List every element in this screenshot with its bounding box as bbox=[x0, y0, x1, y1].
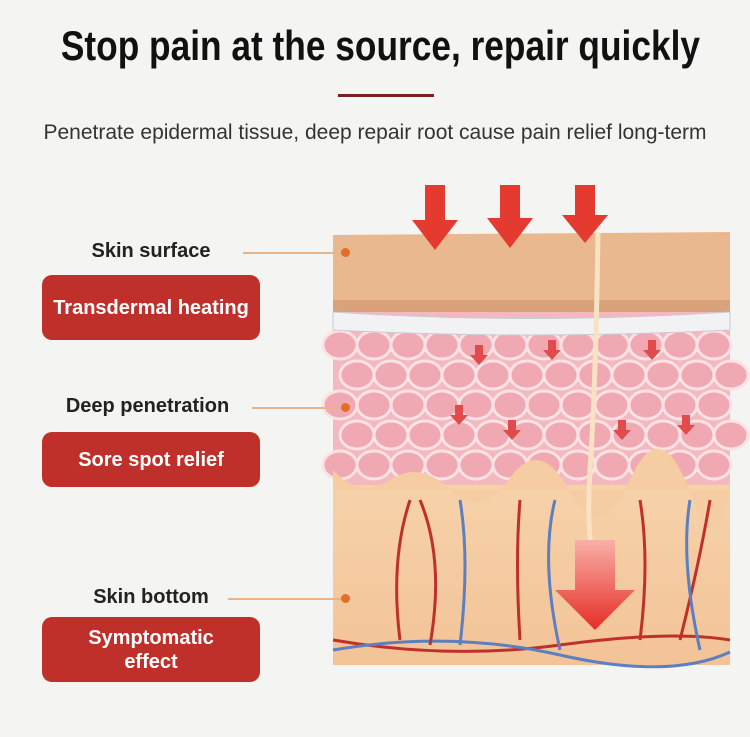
small-arrows bbox=[450, 340, 695, 440]
skin-cell bbox=[406, 419, 444, 451]
label-deep-penetration: Deep penetration bbox=[65, 395, 230, 417]
deep-penetration-arrow bbox=[555, 540, 635, 630]
subtitle: Penetrate epidermal tissue, deep repair … bbox=[43, 121, 707, 144]
badge-sore-spot-relief: Sore spot relief bbox=[42, 432, 260, 487]
skin-cell bbox=[712, 359, 750, 391]
skin-cell bbox=[474, 359, 512, 391]
heat-arrows bbox=[412, 185, 608, 250]
skin-cells bbox=[321, 329, 750, 481]
label-skin-bottom: Skin bottom bbox=[93, 586, 209, 608]
skin-cell bbox=[423, 389, 461, 421]
badge-transdermal-heating: Transdermal heating bbox=[42, 275, 260, 340]
skin-cell bbox=[338, 419, 376, 451]
skin-cell bbox=[355, 329, 393, 361]
skin-cell bbox=[508, 359, 546, 391]
skin-cell bbox=[559, 389, 597, 421]
skin-cell bbox=[321, 389, 359, 421]
skin-cell bbox=[593, 329, 631, 361]
blood-vessels bbox=[332, 499, 731, 669]
skin-cell bbox=[695, 389, 733, 421]
skin-cell bbox=[610, 359, 648, 391]
skin-cell bbox=[542, 419, 580, 451]
skin-cell bbox=[338, 359, 376, 391]
skin-cell bbox=[627, 329, 665, 361]
skin-surface-layer bbox=[333, 232, 730, 300]
skin-cell bbox=[644, 419, 682, 451]
skin-cell bbox=[372, 419, 410, 451]
skin-cell bbox=[712, 419, 750, 451]
skin-cell bbox=[593, 449, 631, 481]
skin-cell bbox=[321, 449, 359, 481]
connector-line bbox=[228, 598, 342, 600]
skin-cell bbox=[695, 329, 733, 361]
skin-cell bbox=[440, 359, 478, 391]
skin-cell bbox=[355, 449, 393, 481]
skin-cell bbox=[542, 359, 580, 391]
skin-cell bbox=[525, 389, 563, 421]
skin-cell bbox=[678, 359, 716, 391]
skin-cell bbox=[661, 329, 699, 361]
marker-dot bbox=[341, 594, 350, 603]
skin-cell bbox=[372, 359, 410, 391]
skin-cell bbox=[644, 359, 682, 391]
skin-cell bbox=[593, 389, 631, 421]
skin-cell bbox=[321, 329, 359, 361]
marker-dot bbox=[341, 403, 350, 412]
skin-cell bbox=[406, 359, 444, 391]
skin-cell bbox=[661, 389, 699, 421]
label-skin-surface: Skin surface bbox=[91, 240, 211, 262]
title-divider bbox=[338, 94, 434, 97]
connector-line bbox=[252, 407, 342, 409]
skin-cell bbox=[457, 389, 495, 421]
skin-cell bbox=[389, 329, 427, 361]
skin-cell bbox=[423, 449, 461, 481]
badge-symptomatic-effect: Symptomatic effect bbox=[42, 617, 260, 682]
skin-cell bbox=[491, 389, 529, 421]
skin-cell bbox=[355, 389, 393, 421]
skin-cell bbox=[695, 449, 733, 481]
connector-line bbox=[243, 252, 343, 254]
epidermis-edge bbox=[333, 448, 730, 529]
skin-cell bbox=[440, 419, 478, 451]
skin-cell bbox=[457, 449, 495, 481]
page-title: Stop pain at the source, repair quickly bbox=[60, 22, 701, 69]
skin-cell bbox=[610, 419, 648, 451]
skin-cell bbox=[627, 389, 665, 421]
skin-cell bbox=[423, 329, 461, 361]
skin-cell bbox=[474, 419, 512, 451]
skin-cell bbox=[389, 389, 427, 421]
marker-dot bbox=[341, 248, 350, 257]
